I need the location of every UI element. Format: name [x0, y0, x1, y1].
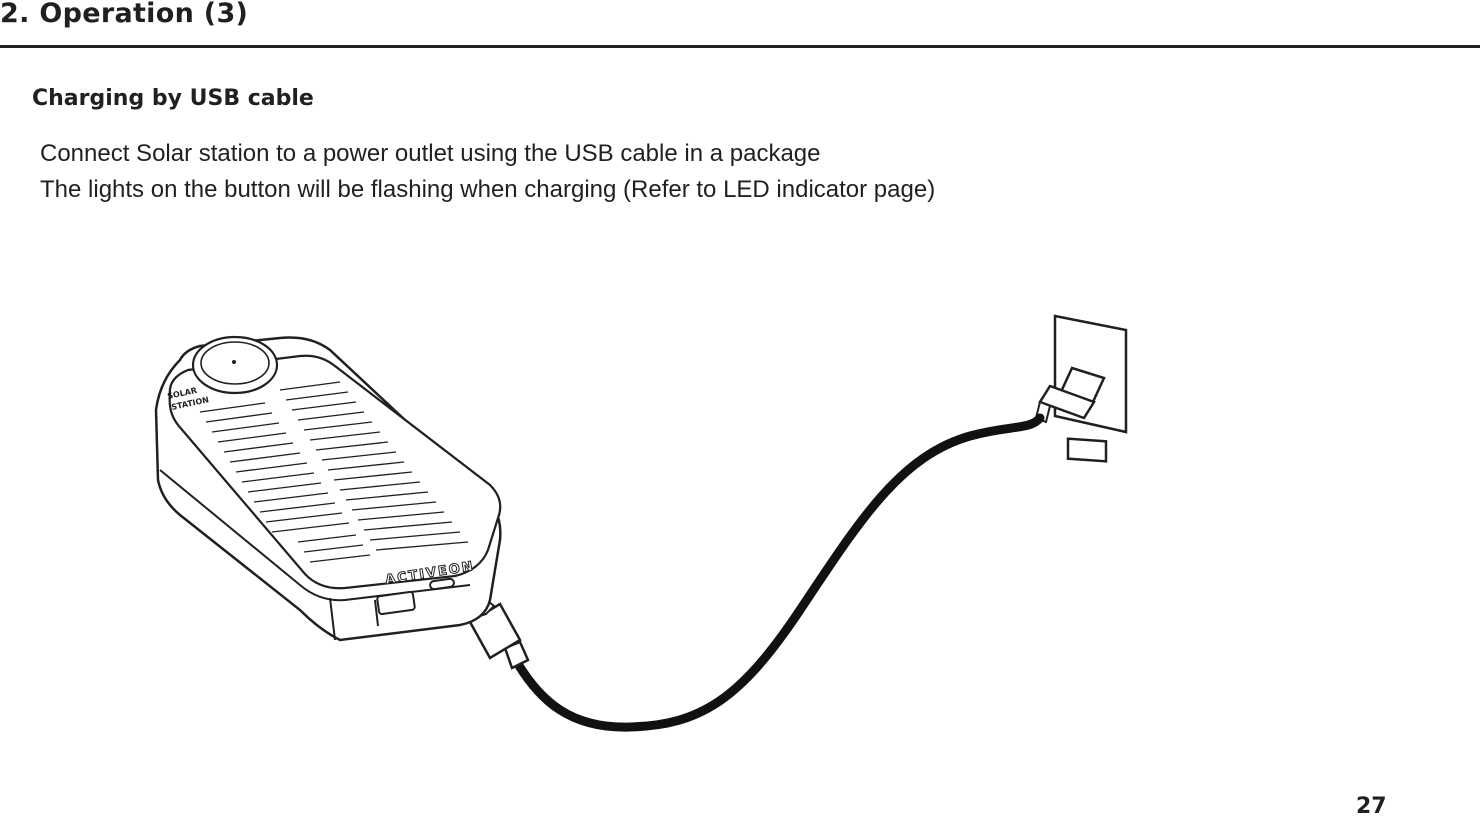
- page-title: 2. Operation (3): [0, 0, 249, 29]
- micro-usb-plug: [468, 596, 530, 670]
- power-button-icon: [191, 335, 279, 395]
- usb-cable: [513, 413, 1045, 732]
- instruction-line-2: The lights on the button will be flashin…: [40, 176, 936, 203]
- solar-panel-icon: [199, 381, 469, 563]
- instruction-line-1: Connect Solar station to a power outlet …: [40, 140, 821, 167]
- title-divider: [0, 45, 1480, 48]
- section-heading: Charging by USB cable: [32, 86, 314, 111]
- solar-station-device: SOLAR STATION ACTIVEON: [154, 335, 502, 642]
- micro-usb-port-icon: [429, 577, 455, 591]
- page-number: 27: [1356, 794, 1387, 819]
- instructions: Connect Solar station to a power outlet …: [40, 136, 935, 208]
- usb-a-plug: [1034, 366, 1106, 424]
- usb-socket-icon: [1066, 437, 1108, 463]
- usb-a-port-icon: [376, 590, 416, 616]
